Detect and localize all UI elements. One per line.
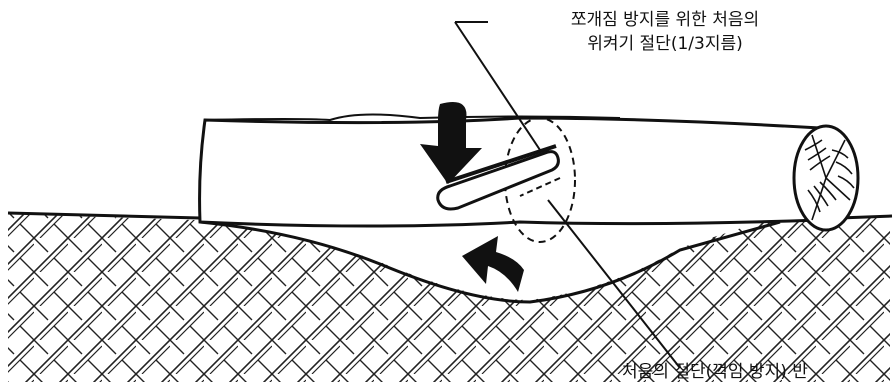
- ground-hatching: [8, 214, 890, 382]
- chainsaw-top-edge: [445, 144, 557, 184]
- annotation-top-line2: 위켜기 절단(1/3지름): [587, 34, 743, 54]
- log-top-edge: [204, 113, 621, 122]
- chainsaw-bar: [436, 150, 560, 211]
- arrow-down-icon: [420, 102, 482, 184]
- arrow-curved-icon: [462, 236, 524, 292]
- cut-zone-outline: [504, 117, 576, 243]
- annotation-top: 쪼개짐 방지를 위한 처음의 위켜기 절단(1/3지름): [500, 8, 830, 56]
- annotation-bottom: 처음의 절단(꺽임 방지) 반: [622, 362, 808, 382]
- ground-depression: [199, 220, 781, 304]
- kerf-dashed-line: [519, 177, 561, 197]
- annotation-top-line1: 쪼개짐 방지를 위한 처음의: [570, 10, 760, 30]
- log-rings: [804, 134, 855, 221]
- leader-line-top: [454, 21, 541, 151]
- leader-line-bottom: [547, 199, 681, 369]
